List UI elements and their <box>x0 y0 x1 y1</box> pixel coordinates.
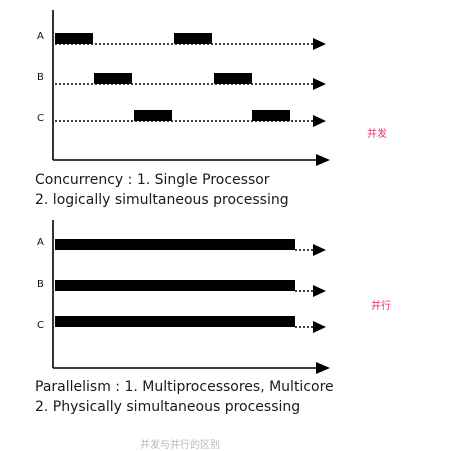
concurrency-diagram <box>52 10 330 166</box>
concurrency-tag: 并发 <box>367 129 387 140</box>
concurrency-row-b-task-block <box>214 73 252 84</box>
concurrency-row-a-task-block <box>55 33 93 44</box>
concurrency-row-c-task-block <box>134 110 172 121</box>
concurrency-x-axis-arrowhead <box>316 154 330 166</box>
watermark: 并发与并行的区别 <box>140 440 220 451</box>
parallelism-row-b-arrowhead <box>313 285 326 297</box>
parallelism-row-label-b: B <box>37 279 44 290</box>
parallelism-row-c-task-block <box>55 316 295 327</box>
parallelism-tag: 并行 <box>371 301 391 312</box>
concurrency-row-b-task-block <box>94 73 132 84</box>
concurrency-row-c-task-block <box>252 110 290 121</box>
concurrency-row-label-a: A <box>37 31 44 42</box>
concurrency-row-b-arrowhead <box>313 78 326 90</box>
parallelism-row-a-arrowhead <box>313 244 326 256</box>
concurrency-row-a-task-block <box>174 33 212 44</box>
parallelism-row-b-task-block <box>55 280 295 291</box>
parallelism-row-label-c: C <box>37 320 44 331</box>
concurrency-row-a-arrowhead <box>313 38 326 50</box>
concurrency-row-c-arrowhead <box>313 115 326 127</box>
parallelism-diagram <box>52 220 330 374</box>
parallelism-caption-line2: 2. Physically simultaneous processing <box>35 399 301 415</box>
concurrency-row-label-c: C <box>37 113 44 124</box>
parallelism-row-c-arrowhead <box>313 321 326 333</box>
parallelism-row-label-a: A <box>37 237 44 248</box>
concurrency-caption-line1: Concurrency : 1. Single Processor <box>35 172 270 188</box>
parallelism-x-axis-arrowhead <box>316 362 330 374</box>
concurrency-caption-line2: 2. logically simultaneous processing <box>35 192 289 208</box>
parallelism-caption-line1: Parallelism : 1. Multiprocessores, Multi… <box>35 379 334 395</box>
concurrency-row-label-b: B <box>37 72 44 83</box>
parallelism-row-a-task-block <box>55 239 295 250</box>
